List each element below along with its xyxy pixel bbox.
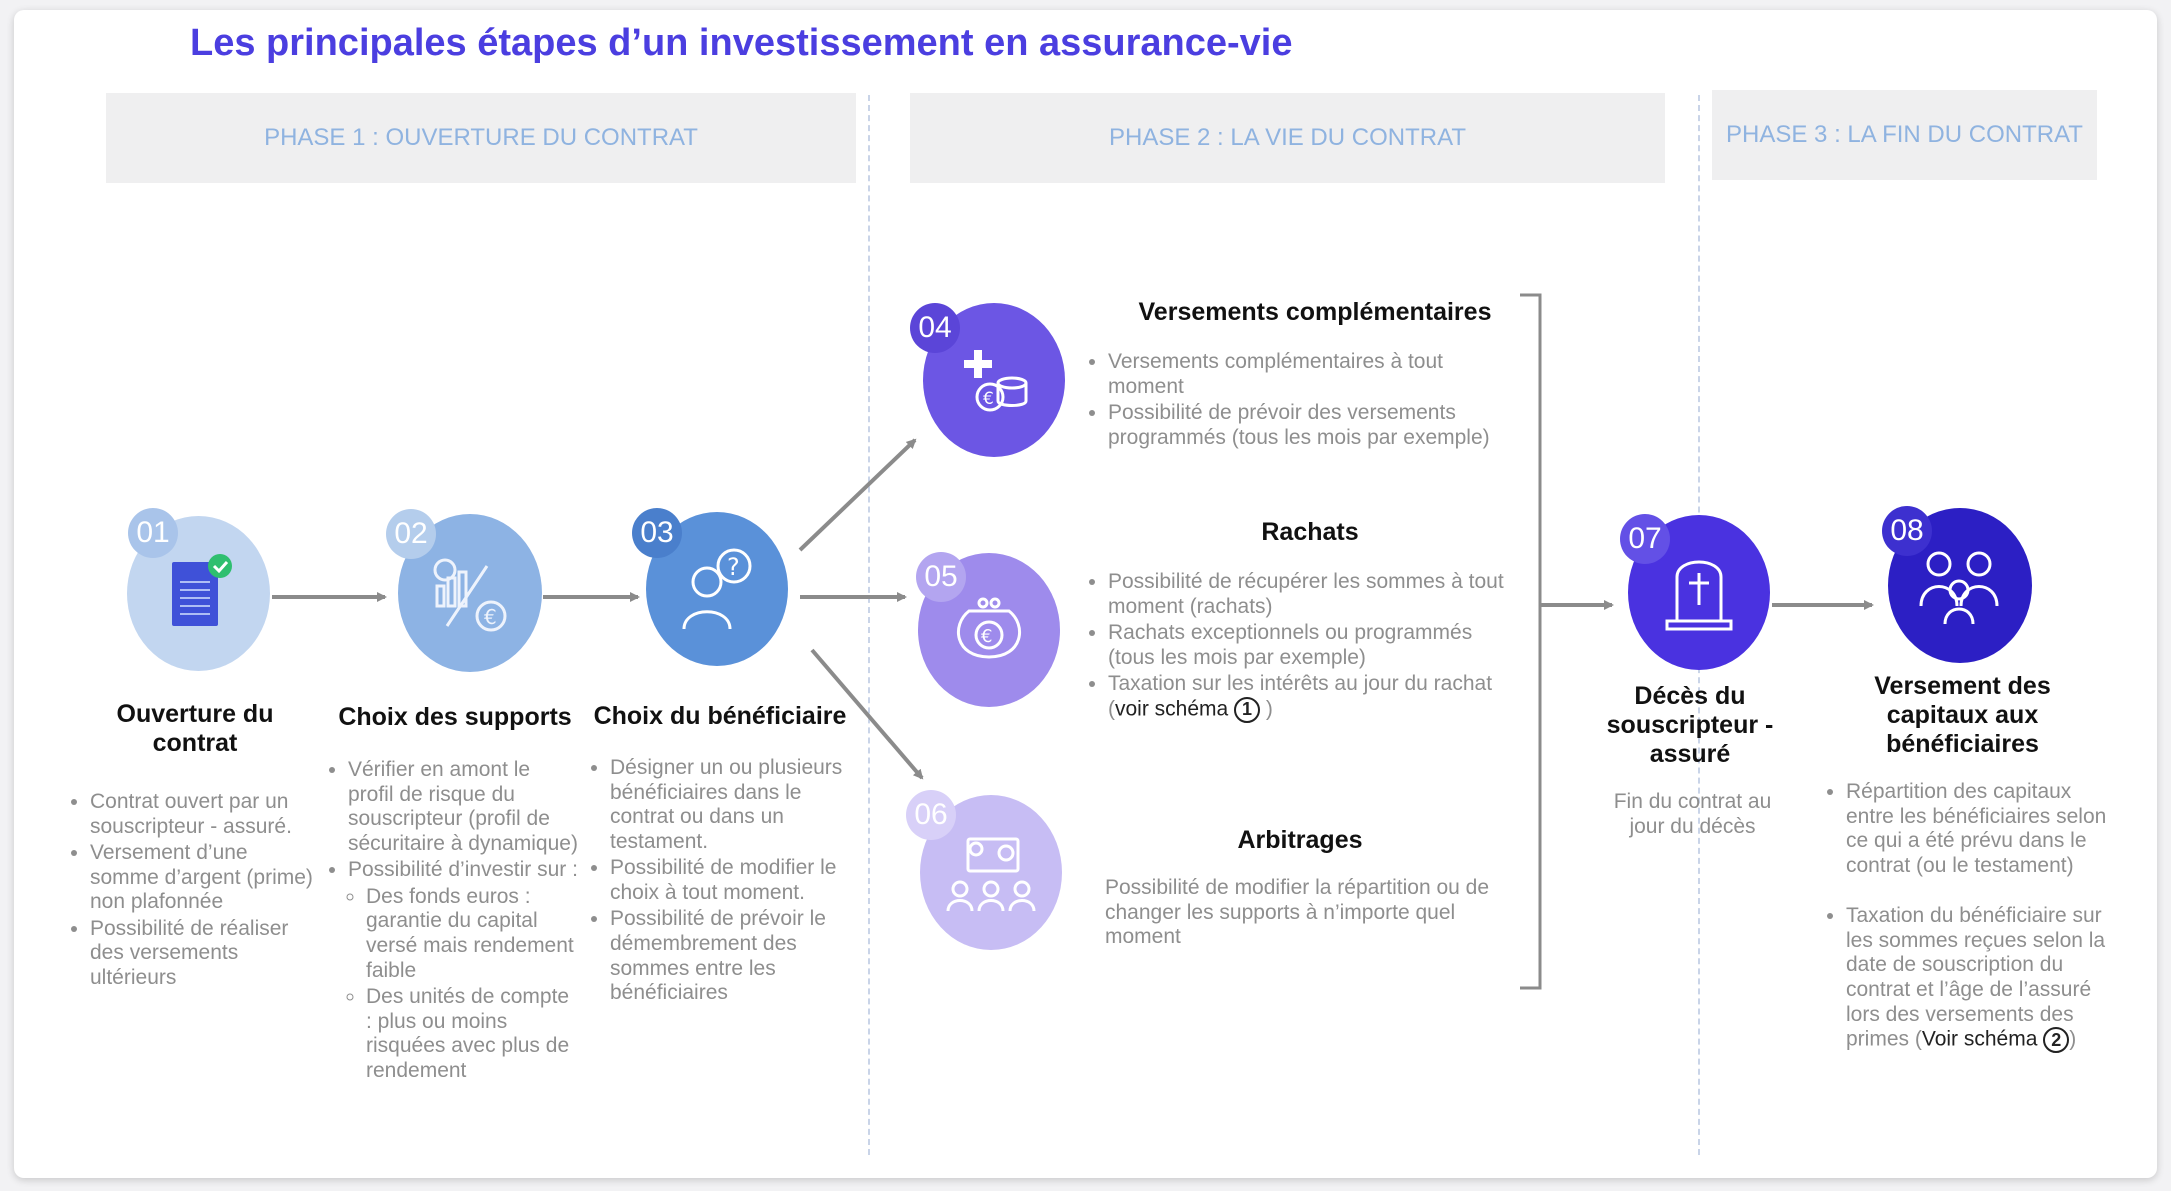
step-01-number: 01 xyxy=(128,508,178,558)
step-08-number: 08 xyxy=(1882,506,1932,556)
step-05-number: 05 xyxy=(916,552,966,602)
step-04-bullet: Versements complémentaires à tout moment xyxy=(1108,350,1520,399)
svg-text:€: € xyxy=(983,389,994,409)
add-coins-icon: € xyxy=(964,350,1028,412)
person-question-icon: ? xyxy=(682,548,752,630)
tombstone-icon xyxy=(1665,560,1733,630)
arrow-03-06 xyxy=(810,648,924,780)
step-01-bullet: Versement d’une somme d’argent (prime) n… xyxy=(90,841,322,915)
svg-text:?: ? xyxy=(727,553,740,581)
step-02-text: Vérifier en amont le profil de risque du… xyxy=(330,758,580,1085)
phase-divider-1 xyxy=(868,95,870,1155)
step-02-sub-bullet: Des unités de compte : plus ou moins ris… xyxy=(366,985,580,1083)
step-05-bullet: Taxation sur les intérêts au jour du rac… xyxy=(1108,672,1520,723)
family-icon xyxy=(1919,551,1999,624)
step-01-bullet: Contrat ouvert par un souscripteur - ass… xyxy=(90,790,322,839)
step-05-bullet: Rachats exceptionnels ou programmés (tou… xyxy=(1108,621,1520,670)
step-03-bullet: Désigner un ou plusieurs bénéficiaires d… xyxy=(610,756,857,854)
step-02-sub-bullet: Des fonds euros : garantie du capital ve… xyxy=(366,885,580,983)
page-title: Les principales étapes d’un investisseme… xyxy=(190,22,1293,64)
step-04-bullet: Possibilité de prévoir des versements pr… xyxy=(1108,401,1520,450)
step-08-bullet2-text: Taxation du bénéficiaire sur les sommes … xyxy=(1846,904,2106,1051)
step-02-bullet: Possibilité d’investir sur : Des fonds e… xyxy=(348,858,580,1083)
step-02-number: 02 xyxy=(386,509,436,559)
step-04-number: 04 xyxy=(910,303,960,353)
step-02-title: Choix des supports xyxy=(338,703,572,731)
step-02-bullet: Vérifier en amont le profil de risque du… xyxy=(348,758,580,856)
arbitrage-screen-icon xyxy=(946,837,1036,911)
document-check-icon xyxy=(171,553,232,626)
step-06-number: 06 xyxy=(906,790,956,840)
step-05-text: Possibilité de récupérer les sommes à to… xyxy=(1090,570,1520,725)
step-06-text: Possibilité de modifier la répartition o… xyxy=(1105,876,1490,949)
diagram-card xyxy=(14,10,2157,1178)
step-03-number: 03 xyxy=(632,508,682,558)
phase-3-header: PHASE 3 : LA FIN DU CONTRAT xyxy=(1712,90,2097,180)
schema-link-2[interactable]: Voir schéma xyxy=(1921,1027,2038,1051)
step-07-title: Décès du souscripteur - assuré xyxy=(1606,682,1774,768)
chart-percent-icon: € xyxy=(433,558,507,632)
step-05-last-text: Taxation sur les intérêts au jour du rac… xyxy=(1108,672,1493,721)
step-05-last-suffix: ) xyxy=(1260,697,1273,721)
phase-2-header: PHASE 2 : LA VIE DU CONTRAT xyxy=(910,93,1665,183)
step-02-bullet-text: Possibilité d’investir sur : xyxy=(348,858,578,882)
step-01-title: Ouverture du contrat xyxy=(116,700,274,757)
step-03-bullet: Possibilité de prévoir le démembrement d… xyxy=(610,907,857,1005)
svg-text:€: € xyxy=(981,626,992,647)
arrow-03-04 xyxy=(798,438,917,552)
schema-ref-1[interactable]: 1 xyxy=(1234,696,1261,723)
phase-1-header: PHASE 1 : OUVERTURE DU CONTRAT xyxy=(106,93,856,183)
step-04-title: Versements complémentaires xyxy=(1138,298,1492,326)
step-08-bullet: Répartition des capitaux entre les bénéf… xyxy=(1846,780,2108,878)
step-03-text: Désigner un ou plusieurs bénéficiaires d… xyxy=(592,756,857,1008)
step-06-title: Arbitrages xyxy=(1237,826,1363,854)
step-07-text: Fin du contrat au jour du décès xyxy=(1613,790,1772,838)
step-03-title: Choix du bénéficiaire xyxy=(593,702,847,730)
step-08-text: Répartition des capitaux entre les bénéf… xyxy=(1828,780,2108,1055)
purse-euro-icon: € xyxy=(956,597,1022,659)
step-03-bullet: Possibilité de modifier le choix à tout … xyxy=(610,856,857,905)
svg-text:€: € xyxy=(484,605,497,629)
step-01-text: Contrat ouvert par un souscripteur - ass… xyxy=(72,790,322,993)
schema-link-1[interactable]: voir schéma xyxy=(1115,697,1229,721)
schema-ref-2[interactable]: 2 xyxy=(2043,1027,2070,1054)
step-04-text: Versements complémentaires à tout moment… xyxy=(1090,350,1520,452)
bracket xyxy=(1520,293,1542,990)
step-07-number: 07 xyxy=(1620,514,1670,564)
step-05-title: Rachats xyxy=(1261,518,1359,546)
step-01-bullet: Possibilité de réaliser des versements u… xyxy=(90,917,322,991)
step-08-bullet2-suffix: ) xyxy=(2069,1027,2077,1051)
step-05-bullet: Possibilité de récupérer les sommes à to… xyxy=(1108,570,1520,619)
step-08-title: Versement des capitaux aux bénéficiaires xyxy=(1874,672,2051,758)
step-08-bullet: Taxation du bénéficiaire sur les sommes … xyxy=(1846,904,2108,1054)
